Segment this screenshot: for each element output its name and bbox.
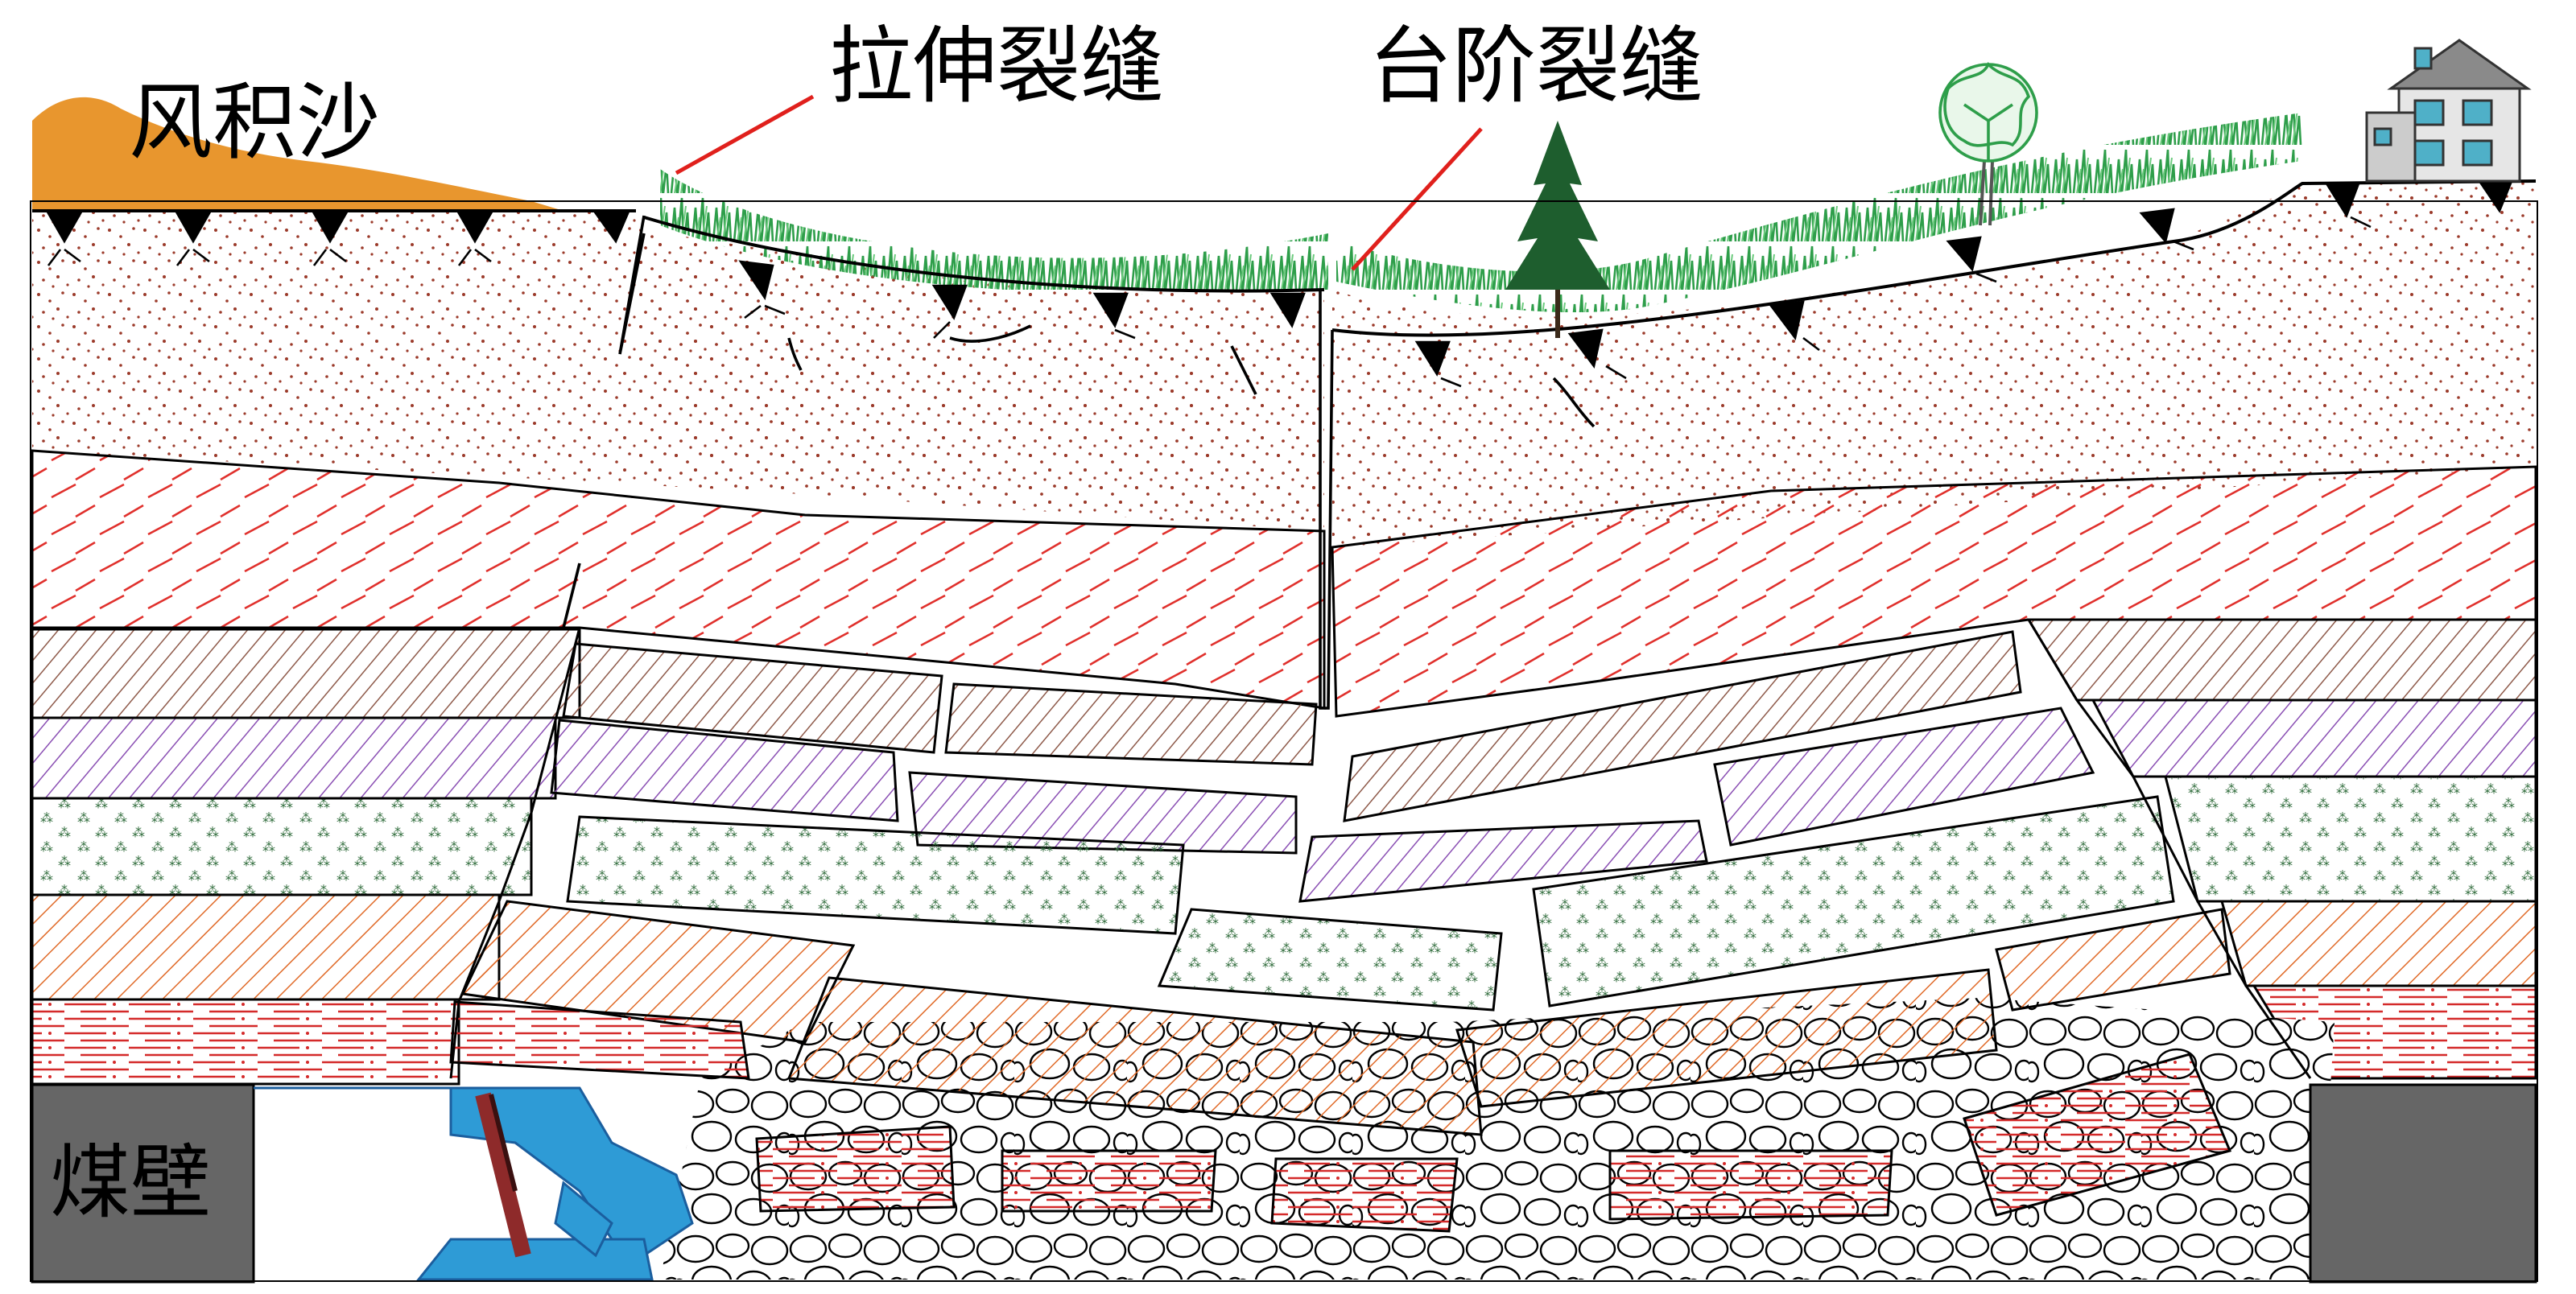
coal-wall-left xyxy=(31,1083,255,1284)
label-leaders xyxy=(675,94,1483,271)
broken-rock-blocks xyxy=(449,630,2232,1233)
tensile-crack-label: 拉伸裂缝 xyxy=(829,17,1165,115)
coal-wall-right xyxy=(2309,1083,2537,1284)
surface-cracks xyxy=(562,215,1596,710)
step-crack-label: 台阶裂缝 xyxy=(1368,17,1704,115)
aeolian-sand-deposit xyxy=(32,97,564,211)
aeolian-sand-label: 风积沙 xyxy=(129,73,381,171)
coal-wall-label: 煤壁 xyxy=(50,1135,211,1230)
coal-walls xyxy=(31,1083,2537,1284)
ground-surface xyxy=(32,179,2537,337)
surface-vegetation xyxy=(660,113,2302,313)
pine-tree-icon xyxy=(1505,121,1610,338)
tensile-crack-leader xyxy=(675,94,815,175)
soil-wedge-symbols xyxy=(46,179,2513,388)
right-strata xyxy=(2026,618,2537,1080)
diagram-frame xyxy=(30,200,2538,1282)
hydraulic-support-icon xyxy=(254,1086,694,1281)
deciduous-tree-icon xyxy=(1938,61,2038,226)
house-icon xyxy=(2365,39,2532,183)
step-crack-leader xyxy=(1351,127,1483,271)
fracture-lines xyxy=(449,619,2312,1079)
